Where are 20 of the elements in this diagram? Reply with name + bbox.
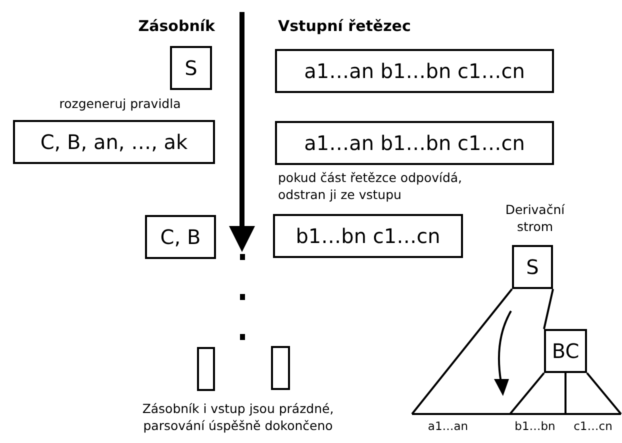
leaf-label: c1…cn <box>572 419 614 435</box>
step-note: rozgeneruj pravidla <box>58 96 182 113</box>
tree-branch-line <box>543 288 554 330</box>
step-note: pokud část řetězce odpovídá, odstran ji ze vstupu <box>278 170 464 204</box>
stack-box: S <box>170 46 212 90</box>
empty-stack-box <box>197 347 215 391</box>
tree-caption: Derivační strom <box>504 202 566 236</box>
input-box: a1…an b1…bn c1…cn <box>275 49 554 93</box>
column-heading: Vstupní řetězec <box>278 16 412 36</box>
input-box: a1…an b1…bn c1…cn <box>275 121 554 165</box>
leaf-label: b1…bn <box>514 419 556 435</box>
tree-node: S <box>512 245 553 289</box>
input-box: b1…bn c1…cn <box>273 214 463 258</box>
stack-box: C, B, an, …, ak <box>13 120 215 164</box>
result-note: Zásobník i vstup jsou prázdné, parsování úspěšně dokončeno <box>141 401 335 435</box>
leaf-label: a1…an <box>426 419 470 435</box>
stack-box: C, B <box>145 215 216 259</box>
tree-node: BC <box>544 329 587 373</box>
column-heading: Zásobník <box>137 16 215 36</box>
empty-input-box <box>271 346 290 390</box>
